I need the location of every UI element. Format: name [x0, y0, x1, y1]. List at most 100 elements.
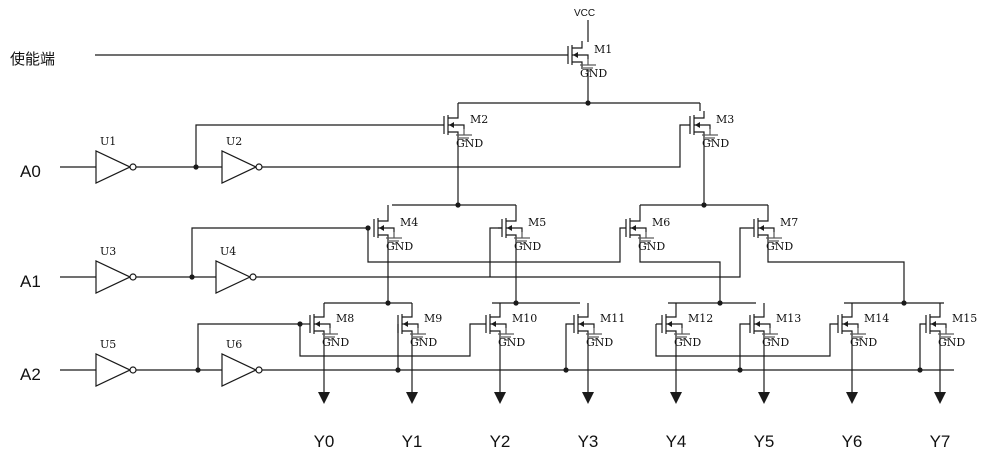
drain-lead — [754, 310, 765, 318]
a0-to-m3 — [262, 124, 690, 168]
ground-m15 — [938, 328, 954, 341]
inverter-body — [221, 150, 258, 184]
output-y1-label: Y1 — [402, 432, 423, 451]
source-lead — [754, 330, 765, 338]
wires — [60, 20, 954, 400]
mosfet-m6 — [625, 214, 647, 242]
mosfet-m7 — [753, 214, 775, 242]
gnd-label-m5: GND — [514, 240, 541, 253]
source-lead — [666, 330, 677, 338]
drain-lead — [842, 310, 853, 318]
label-m6: M6 — [652, 216, 670, 229]
label-m2: M2 — [470, 113, 488, 126]
source-lead — [758, 234, 769, 242]
inverter-bubble — [129, 163, 137, 171]
label-m4: M4 — [400, 216, 418, 229]
body-arrow — [379, 225, 384, 231]
mosfet-m12 — [661, 310, 683, 338]
inverter-body — [95, 150, 132, 184]
body-arrow — [403, 321, 408, 327]
drain-lead — [402, 310, 413, 318]
wire — [639, 242, 721, 303]
source-lead — [578, 330, 589, 338]
input-a0-label: A0 — [20, 162, 41, 181]
gnd-label-m8: GND — [322, 336, 349, 349]
body-arrow — [695, 122, 700, 128]
input-a2-label: A2 — [20, 365, 41, 384]
mosfet-m14 — [837, 310, 859, 338]
source-lead — [314, 330, 325, 338]
gnd-label-m4: GND — [386, 240, 413, 253]
mosfet-m15 — [925, 310, 947, 338]
gnd-label-m7: GND — [766, 240, 793, 253]
a1-to-m7 — [256, 227, 754, 278]
mosfet-m5 — [501, 214, 523, 242]
source-lead — [842, 330, 853, 338]
label-u5: U5 — [100, 338, 116, 351]
output-arrow — [758, 392, 770, 404]
ground-m3 — [702, 129, 718, 142]
junction-dot — [737, 367, 743, 373]
gnd-label-m2: GND — [456, 137, 483, 150]
source-lead — [630, 234, 641, 242]
junction-dot — [395, 367, 401, 373]
gnd-label-m10: GND — [498, 336, 525, 349]
inverter-bubble — [255, 163, 263, 171]
wire — [739, 323, 750, 370]
source-lead — [506, 234, 517, 242]
label-m8: M8 — [336, 312, 354, 325]
wire — [655, 323, 838, 357]
body-arrow — [491, 321, 496, 327]
mosfet-m11 — [573, 310, 595, 338]
inverter-u1 — [95, 150, 137, 184]
drain-lead — [314, 310, 325, 318]
drain-lead — [506, 214, 517, 222]
output-y3-label: Y3 — [578, 432, 599, 451]
mosfet-m4 — [373, 214, 395, 242]
gnd-label-m3: GND — [702, 137, 729, 150]
body-arrow — [315, 321, 320, 327]
wire — [299, 323, 486, 357]
label-m10: M10 — [512, 312, 537, 325]
drain-lead — [448, 111, 459, 119]
ground-m1 — [580, 59, 596, 72]
mosfet-m3 — [689, 111, 711, 139]
output-arrow — [318, 392, 330, 404]
output-arrow — [934, 392, 946, 404]
inverter-u4 — [215, 260, 257, 294]
source-lead — [930, 330, 941, 338]
output-y6-label: Y6 — [842, 432, 863, 451]
label-m11: M11 — [600, 312, 625, 325]
output-arrow — [846, 392, 858, 404]
body-arrow — [573, 52, 578, 58]
inverter-u3 — [95, 260, 137, 294]
drain-lead — [578, 310, 589, 318]
body-arrow — [755, 321, 760, 327]
input-a1-label: A1 — [20, 272, 41, 291]
output-y4-label: Y4 — [666, 432, 687, 451]
label-m5: M5 — [528, 216, 546, 229]
inverter-u2 — [221, 150, 263, 184]
body-arrow — [507, 225, 512, 231]
wire — [919, 323, 926, 370]
mosfet-m13 — [749, 310, 771, 338]
a1-m5 — [489, 227, 502, 277]
inverter-bubble — [255, 366, 263, 374]
body-arrow — [759, 225, 764, 231]
ground-m7 — [766, 232, 782, 245]
enable-label: 使能端 — [10, 50, 55, 68]
ground-m12 — [674, 328, 690, 341]
mosfet-m9 — [397, 310, 419, 338]
inverter-bubble — [129, 273, 137, 281]
label-u4: U4 — [220, 245, 236, 258]
wire — [565, 323, 574, 370]
inverter-u5 — [95, 353, 137, 387]
a2bar-bus — [197, 323, 300, 370]
source-lead — [402, 330, 413, 338]
label-m13: M13 — [776, 312, 801, 325]
ground-m6 — [638, 232, 654, 245]
vcc-label: VCC — [574, 8, 595, 19]
ground-m4 — [386, 232, 402, 245]
source-lead — [694, 131, 705, 139]
